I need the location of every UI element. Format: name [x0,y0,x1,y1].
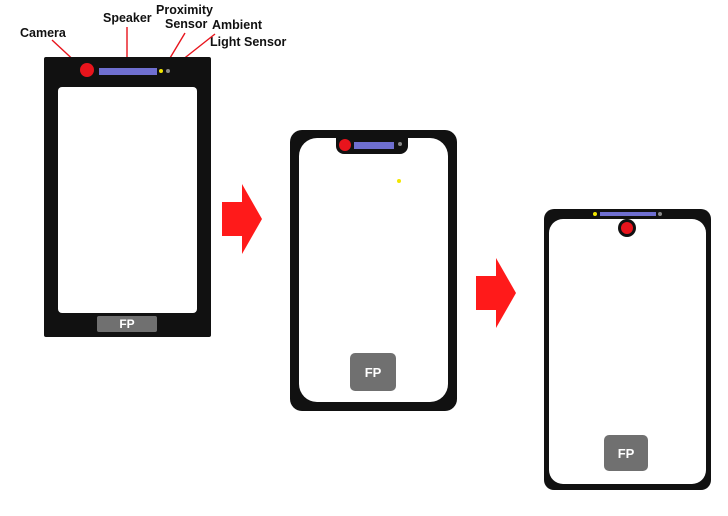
phone-2: FP [290,130,457,411]
camera-ring [618,219,636,237]
notch-2 [336,134,408,154]
proximity-sensor-icon [593,212,597,216]
arrow-right-1 [222,184,262,254]
ambient-light-sensor-label-line2: Light Sensor [210,35,287,49]
speaker-label: Speaker [103,11,152,25]
phone-1: FP [44,57,211,337]
phone-3: FP [544,209,711,490]
speaker-grille [99,68,157,75]
screen-1 [58,87,197,313]
proximity-sensor-label-line2: Sensor [165,17,208,31]
arrow-right-2 [476,258,516,328]
camera-icon [339,139,351,151]
speaker-grille [354,142,394,149]
proximity-sensor-icon [159,69,163,73]
proximity-sensor-icon [397,179,401,183]
proximity-sensor-label-line1: Proximity [156,3,213,17]
camera-icon [80,63,94,77]
camera-icon [621,222,633,234]
fingerprint-sensor-1: FP [97,316,157,332]
fingerprint-sensor-2: FP [350,353,396,391]
ambient-light-sensor-icon [166,69,170,73]
ambient-light-sensor-label-line1: Ambient [212,18,262,32]
ambient-light-sensor-icon [398,142,402,146]
camera-label: Camera [20,26,66,40]
ambient-light-sensor-icon [658,212,662,216]
fingerprint-sensor-3: FP [604,435,648,471]
speaker-grille [600,212,656,216]
